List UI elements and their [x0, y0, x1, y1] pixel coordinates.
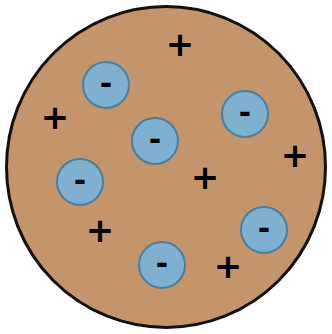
negative-charge: -	[258, 214, 270, 244]
positive-charge: +	[191, 160, 220, 194]
negative-charge: -	[239, 98, 251, 128]
negative-charge: -	[156, 249, 168, 279]
electron: -	[137, 240, 187, 290]
positive-charge: +	[166, 27, 195, 61]
negative-charge: -	[100, 69, 112, 99]
atom-sphere: ++++++------	[5, 5, 327, 329]
electron: -	[81, 60, 131, 110]
positive-charge: +	[41, 100, 70, 134]
negative-charge: -	[149, 125, 161, 155]
positive-charge: +	[86, 213, 115, 247]
electron: -	[55, 157, 105, 207]
electron: -	[239, 205, 289, 255]
negative-charge: -	[74, 166, 86, 196]
positive-charge: +	[281, 138, 310, 172]
electron: -	[220, 89, 270, 139]
electron: -	[130, 116, 180, 166]
positive-charge: +	[214, 249, 243, 283]
